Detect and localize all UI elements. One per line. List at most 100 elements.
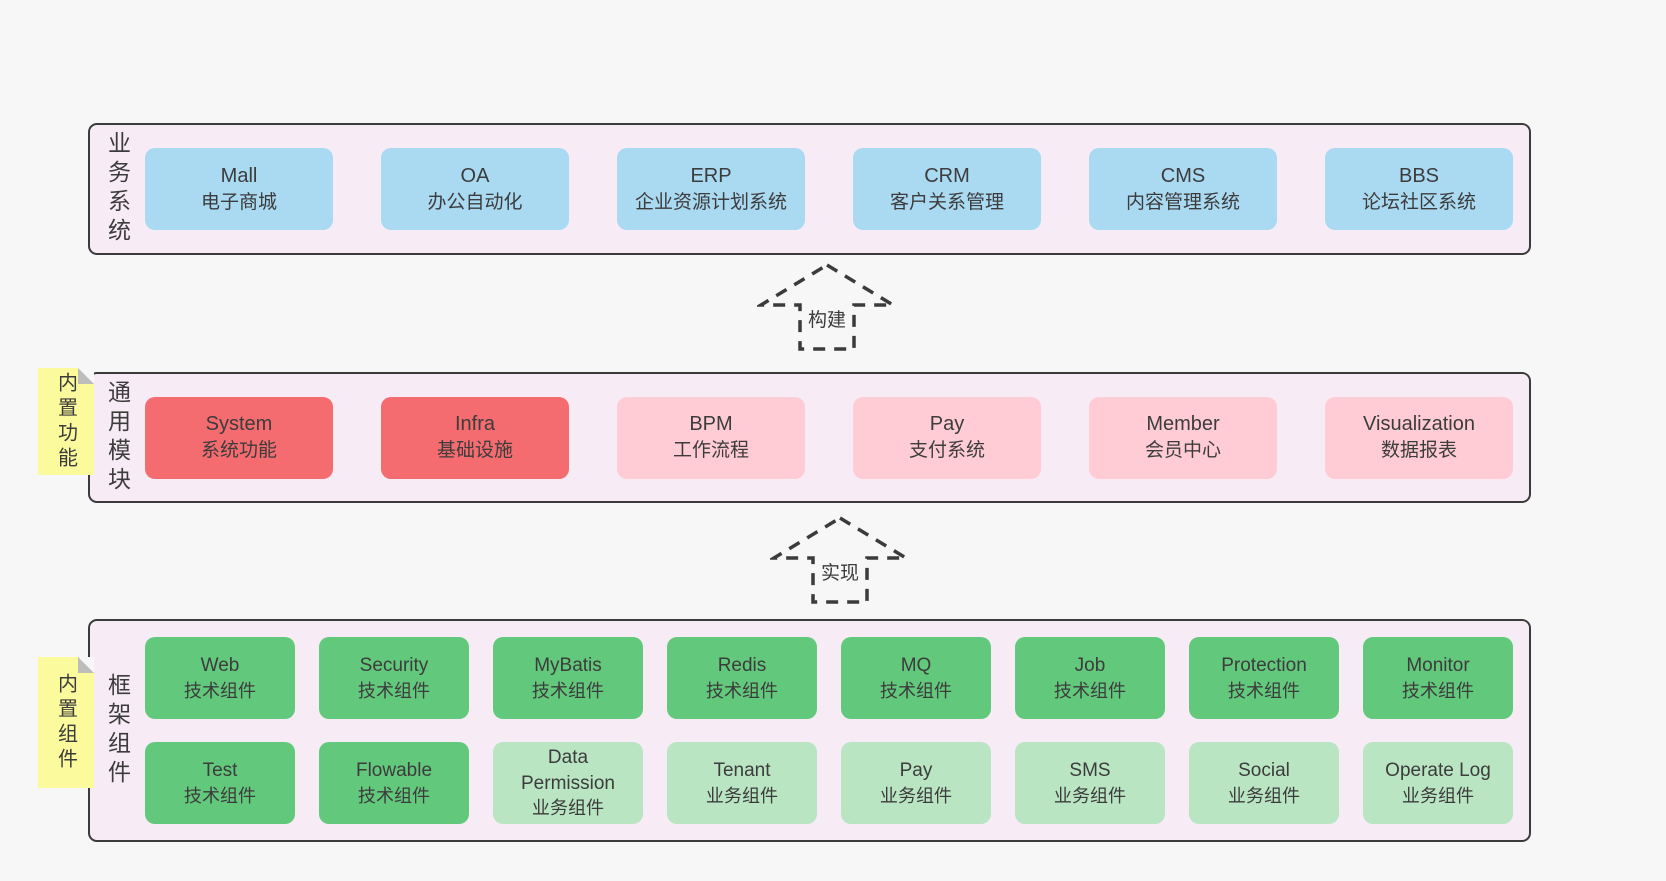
module-name-zh: 工作流程 <box>672 440 749 462</box>
module-box-mall: Mall 电子商城 <box>145 148 333 230</box>
module-box-member: Member 会员中心 <box>1089 396 1277 479</box>
module-row: Mall 电子商城 OA 办公自动化 ERP 企业资源计划系统 CRM 客户关系管理 CMS 内容… <box>145 148 1513 230</box>
arrow-build-label: 构建 <box>804 303 850 334</box>
sticky-note-built-in-components: 内置组件 <box>38 657 94 788</box>
module-name-en: Infra <box>454 413 496 436</box>
module-name-en: Operate Log <box>1385 760 1491 781</box>
module-name-zh: 业务组件 <box>1401 785 1475 806</box>
module-box-bpm: BPM 工作流程 <box>617 396 805 479</box>
module-name-zh: 客户关系管理 <box>889 191 1004 213</box>
module-name-en: Data Permission <box>521 747 615 794</box>
module-box-visualization: Visualization 数据报表 <box>1325 396 1513 479</box>
module-box-redis: Redis 技术组件 <box>667 637 817 719</box>
module-name-zh: 内容管理系统 <box>1125 191 1240 213</box>
module-name-en: BPM <box>689 413 733 436</box>
module-box-data-permission: Data Permission 业务组件 <box>493 742 643 824</box>
module-name-zh: 技术组件 <box>357 680 431 701</box>
module-name-en: Job <box>1074 655 1106 676</box>
module-name-en: Member <box>1146 413 1220 436</box>
sticky-note-built-in-components-label: 内置组件 <box>54 672 77 773</box>
module-name-en: Monitor <box>1406 655 1470 676</box>
module-name-en: CMS <box>1160 164 1206 187</box>
module-name-zh: 企业资源计划系统 <box>634 191 787 213</box>
module-name-zh: 办公自动化 <box>427 191 523 213</box>
module-name-en: Redis <box>717 655 767 676</box>
module-name-en: ERP <box>690 164 732 187</box>
module-name-en: Protection <box>1221 655 1307 676</box>
module-box-infra: Infra 基础设施 <box>381 396 569 479</box>
module-box-pay: Pay 支付系统 <box>853 396 1041 479</box>
arrow-implement-label: 实现 <box>817 556 863 587</box>
module-box-protection: Protection 技术组件 <box>1189 637 1339 719</box>
module-name-en: BBS <box>1398 164 1440 187</box>
module-box-mq: MQ 技术组件 <box>841 637 991 719</box>
module-name-zh: 技术组件 <box>1227 680 1301 701</box>
arrow-implement: 实现 <box>770 514 910 606</box>
module-box-security: Security 技术组件 <box>319 637 469 719</box>
module-name-zh: 论坛社区系统 <box>1361 191 1476 213</box>
band-label-business-systems: 业务系统 <box>104 131 131 247</box>
module-name-zh: 数据报表 <box>1380 440 1457 462</box>
module-box-social: Social 业务组件 <box>1189 742 1339 824</box>
module-name-en: MyBatis <box>534 655 602 676</box>
module-name-zh: 业务组件 <box>1053 785 1127 806</box>
module-name-zh: 基础设施 <box>436 440 513 462</box>
module-name-zh: 技术组件 <box>705 680 779 701</box>
module-name-zh: 技术组件 <box>879 680 953 701</box>
module-name-en: OA <box>460 164 490 187</box>
module-name-en: Pay <box>929 413 965 436</box>
module-name-en: Web <box>200 655 240 676</box>
module-name-zh: 业务组件 <box>531 798 605 819</box>
module-box-operate-log: Operate Log 业务组件 <box>1363 742 1513 824</box>
band-label-common-modules: 通用模块 <box>104 379 131 496</box>
module-box-test: Test 技术组件 <box>145 742 295 824</box>
module-name-zh: 支付系统 <box>908 440 985 462</box>
module-name-zh: 系统功能 <box>200 440 277 462</box>
module-name-en: Test <box>202 760 238 781</box>
module-name-zh: 技术组件 <box>357 785 431 806</box>
module-name-en: Visualization <box>1363 413 1475 436</box>
module-name-en: Social <box>1238 760 1290 781</box>
sticky-note-built-in-features-label: 内置功能 <box>54 371 77 472</box>
module-name-en: SMS <box>1069 760 1111 781</box>
module-name-en: CRM <box>924 164 970 187</box>
module-name-en: Tenant <box>713 760 771 781</box>
module-box-erp: ERP 企业资源计划系统 <box>617 148 805 230</box>
band-label-framework-components: 框架组件 <box>104 672 131 789</box>
module-name-en: Pay <box>899 760 933 781</box>
module-box-cms: CMS 内容管理系统 <box>1089 148 1277 230</box>
module-box-sms: SMS 业务组件 <box>1015 742 1165 824</box>
module-name-zh: 技术组件 <box>1053 680 1127 701</box>
module-name-en: Flowable <box>355 760 433 781</box>
module-name-en: Mall <box>220 164 258 187</box>
module-name-en: Security <box>359 655 429 676</box>
module-name-zh: 技术组件 <box>183 785 257 806</box>
module-name-zh: 业务组件 <box>1227 785 1301 806</box>
module-box-oa: OA 办公自动化 <box>381 148 569 230</box>
band-business-systems: 业务系统 Mall 电子商城 OA 办公自动化 ERP 企业资源计划系统 CRM 客户关系管理… <box>88 123 1531 255</box>
module-box-crm: CRM 客户关系管理 <box>853 148 1041 230</box>
module-name-en: MQ <box>900 655 932 676</box>
module-box-tenant: Tenant 业务组件 <box>667 742 817 824</box>
module-box-flowable: Flowable 技术组件 <box>319 742 469 824</box>
band-business-rows: Mall 电子商城 OA 办公自动化 ERP 企业资源计划系统 CRM 客户关系管理 CMS 内容… <box>145 125 1529 253</box>
module-box-bbs: BBS 论坛社区系统 <box>1325 148 1513 230</box>
module-name-zh: 业务组件 <box>705 785 779 806</box>
sticky-note-built-in-features: 内置功能 <box>38 368 94 475</box>
module-name-zh: 会员中心 <box>1144 440 1221 462</box>
module-name-zh: 电子商城 <box>200 191 277 213</box>
arrow-build: 构建 <box>757 261 897 353</box>
